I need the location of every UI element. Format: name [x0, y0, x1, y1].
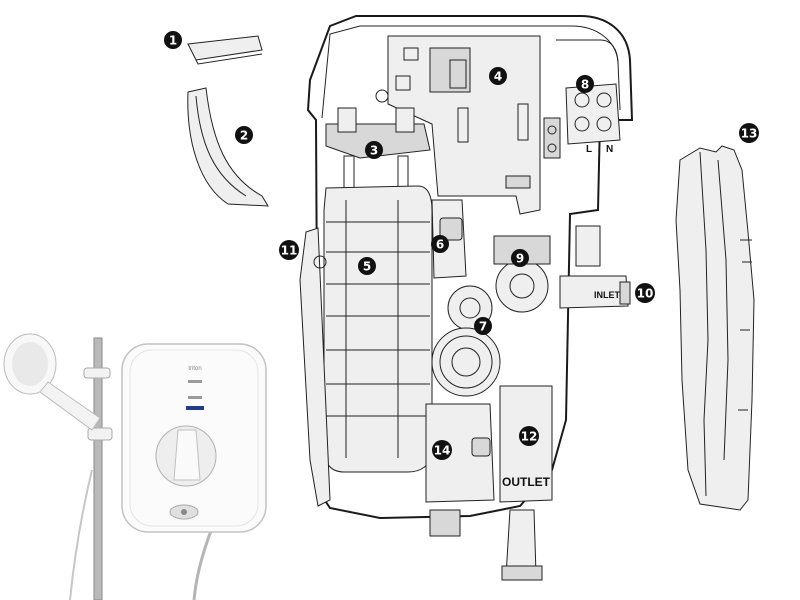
callout-circle: [432, 440, 452, 460]
callout-circle: [635, 283, 655, 303]
callout-8: 8: [576, 75, 594, 93]
part-13-side-cover: [675, 145, 755, 511]
callout-3: 3: [365, 141, 383, 159]
shower-unit: triton: [121, 343, 267, 533]
callout-circle: [358, 257, 376, 275]
part-7-temperature-selector: [431, 285, 501, 397]
callout-number: 3: [370, 144, 378, 158]
part-9-solenoid-valve: [493, 235, 551, 313]
inlet-label: INLET: [594, 290, 621, 300]
callout-circle: [235, 126, 253, 144]
part-8-terminal-block: [543, 83, 621, 159]
callout-6: 6: [431, 235, 449, 253]
part-3-thermal-cutout: [325, 107, 431, 191]
part-11-pressure-relief-pipe: [299, 227, 331, 507]
part-5-heater-tank: [323, 185, 433, 473]
callout-circle: [519, 426, 539, 446]
callout-number: 8: [581, 78, 589, 92]
unit-brand-text: triton: [188, 366, 201, 372]
callout-10: 10: [635, 283, 655, 303]
part-12-outlet: OUTLET: [502, 475, 551, 489]
callout-number: 5: [363, 260, 371, 274]
callout-number: 6: [436, 238, 444, 252]
callout-14: 14: [432, 440, 452, 460]
callout-9: 9: [511, 249, 529, 267]
terminal-n-label: N: [606, 144, 613, 155]
callout-circle: [511, 249, 529, 267]
callout-number: 2: [240, 129, 248, 143]
riser-rail: [93, 337, 103, 600]
part-6-flow-valve: [431, 199, 467, 279]
callout-circle: [489, 67, 507, 85]
callout-7: 7: [474, 317, 492, 335]
callout-number: 7: [479, 320, 487, 334]
callout-circle: [474, 317, 492, 335]
outlet-label: OUTLET: [502, 475, 551, 489]
callout-number: 11: [281, 244, 298, 258]
part-14-pressure-relief-device: [471, 437, 491, 457]
callout-4: 4: [489, 67, 507, 85]
callout-number: 9: [516, 252, 524, 266]
callout-number: 1: [169, 34, 177, 48]
callout-circle: [279, 240, 299, 260]
callout-2: 2: [235, 126, 253, 144]
callout-1: 1: [164, 31, 182, 49]
callout-5: 5: [358, 257, 376, 275]
part-10-inlet: INLET: [559, 225, 631, 309]
callout-circle: [164, 31, 182, 49]
callout-13: 13: [739, 123, 759, 143]
shower-hose: [192, 527, 214, 600]
callout-circle: [431, 235, 449, 253]
shower-handset: [3, 333, 101, 431]
callout-circle: [365, 141, 383, 159]
callout-number: 4: [494, 70, 502, 84]
part-2-cover-strip: [187, 87, 269, 207]
callout-11: 11: [279, 240, 299, 260]
callout-number: 10: [637, 287, 654, 301]
callout-number: 12: [521, 430, 538, 444]
callout-circle: [576, 75, 594, 93]
part-1-cap: [187, 35, 263, 65]
callout-circle: [739, 123, 759, 143]
callout-12: 12: [519, 426, 539, 446]
product-photo: triton: [3, 333, 267, 600]
callout-number: 13: [741, 127, 758, 141]
terminal-l-label: L: [586, 144, 592, 155]
callout-number: 14: [434, 444, 451, 458]
